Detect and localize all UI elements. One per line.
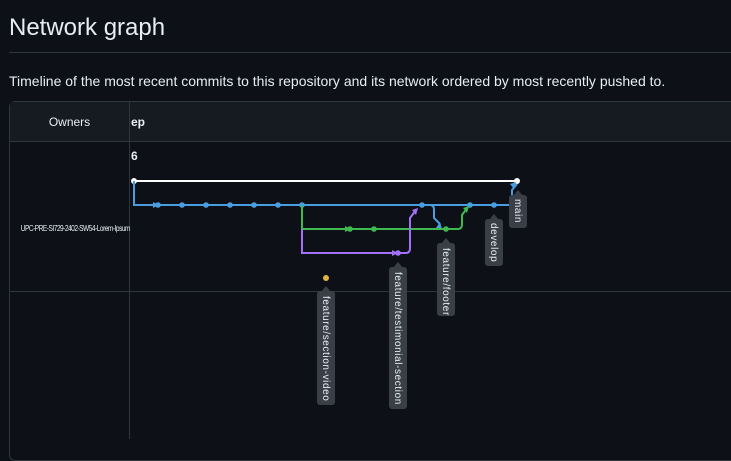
develop-label-bg: [485, 219, 503, 266]
branch-label-develop[interactable]: develop: [485, 214, 503, 266]
branch-feature-section-video: [323, 275, 329, 281]
footer-commit-head[interactable]: [443, 226, 449, 232]
header-divider: [10, 141, 731, 142]
branch-feature-footer: [301, 205, 469, 232]
develop-arrow-2: [510, 182, 516, 189]
owner-repository-name[interactable]: UPC-PRE-SI729-2402-SW54-Lorem-Ipsum: [20, 224, 131, 233]
month-label: ep: [131, 115, 146, 129]
section-video-label-text: feature/section-video: [320, 296, 331, 401]
testimonial-arrow-1: [392, 250, 398, 256]
develop-commit[interactable]: [179, 202, 185, 208]
develop-label-text: develop: [488, 223, 499, 262]
footer-arrow-2: [463, 206, 469, 213]
branch-label-feature-section-video[interactable]: feature/section-video: [317, 286, 335, 405]
title-divider: [9, 52, 731, 53]
day-label: 6: [131, 149, 138, 163]
testimonial-branch-line: [301, 209, 417, 254]
page-title: Network graph: [9, 14, 166, 41]
develop-commit[interactable]: [275, 202, 281, 208]
testimonial-commit-head[interactable]: [395, 250, 401, 256]
testimonial-label-text: feature/testimonial-section: [392, 272, 403, 405]
section-video-label-bg: [317, 291, 335, 405]
develop-arrow-3: [436, 222, 442, 229]
main-label-bg: [509, 195, 527, 228]
footer-commit[interactable]: [371, 226, 377, 232]
branch-develop: [133, 181, 518, 229]
testimonial-label-pointer: [393, 262, 403, 268]
develop-commit[interactable]: [251, 202, 257, 208]
page-description: Timeline of the most recent commits to t…: [9, 73, 666, 89]
develop-to-footer-branch-line: [422, 204, 441, 225]
branch-label-main[interactable]: main: [509, 190, 527, 228]
branch-label-feature-footer[interactable]: feature/footer: [437, 238, 455, 316]
timeline-header: [130, 102, 731, 141]
footer-commit[interactable]: [347, 226, 353, 232]
testimonial-arrow-2: [412, 208, 418, 215]
footer-label-pointer: [441, 238, 451, 244]
section-video-commit[interactable]: [323, 275, 329, 281]
footer-branch-line: [301, 205, 469, 230]
commit-graph[interactable]: main develop feature/footer feature/test…: [0, 0, 731, 439]
footer-label-text: feature/footer: [440, 248, 451, 316]
develop-commit[interactable]: [155, 202, 161, 208]
owner-row-divider: [10, 291, 731, 292]
branch-feature-testimonial: [301, 208, 418, 256]
owners-column-divider: [129, 102, 130, 439]
owners-column-header: Owners: [10, 102, 129, 141]
develop-commit-head[interactable]: [491, 202, 497, 208]
develop-commit[interactable]: [227, 202, 233, 208]
develop-branch-line: [133, 181, 494, 206]
footer-label-bg: [437, 243, 455, 316]
develop-label-pointer: [489, 214, 499, 220]
develop-commit[interactable]: [203, 202, 209, 208]
branch-main: [131, 178, 520, 184]
main-label-pointer: [513, 190, 523, 196]
develop-commit[interactable]: [419, 202, 425, 208]
testimonial-label-bg: [389, 267, 407, 409]
main-label-text: main: [512, 199, 523, 223]
branch-label-feature-testimonial[interactable]: feature/testimonial-section: [389, 262, 407, 409]
section-video-label-pointer: [321, 286, 331, 292]
